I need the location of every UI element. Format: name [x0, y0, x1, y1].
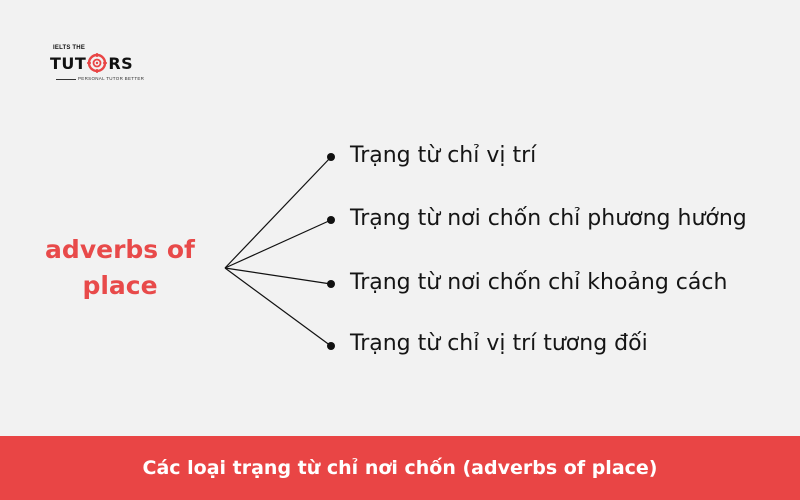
bullet-dot-3 [327, 280, 335, 288]
topic-line-1: adverbs of [45, 235, 195, 264]
logo-wordmark-right: RS [108, 53, 134, 73]
brand-logo: IELTS THE TUT RS PERSONAL TUTOR BETTER [50, 45, 150, 85]
logo-tagline: PERSONAL TUTOR BETTER [78, 76, 145, 81]
central-topic: adverbs of place [30, 232, 210, 304]
connector-line-3 [224, 267, 332, 285]
logo-divider [56, 79, 76, 80]
bullet-dot-4 [327, 342, 335, 350]
bullet-dot-2 [327, 216, 335, 224]
bullet-dot-1 [327, 153, 335, 161]
logo-small-text: IELTS THE [53, 45, 86, 51]
branch-label-distance: Trạng từ nơi chốn chỉ khoảng cách [350, 270, 728, 295]
logo-wordmark: TUT RS [50, 53, 133, 73]
connector-line-2 [224, 219, 332, 269]
connector-line-1 [224, 156, 332, 269]
connector-line-4 [224, 267, 332, 347]
footer-caption: Các loại trạng từ chỉ nơi chốn (adverbs … [142, 457, 658, 479]
branch-label-position: Trạng từ chỉ vị trí [350, 143, 537, 168]
logo-wordmark-left: TUT [50, 53, 87, 73]
branch-label-relative-position: Trạng từ chỉ vị trí tương đối [350, 331, 648, 356]
branch-label-direction: Trạng từ nơi chốn chỉ phương hướng [350, 206, 747, 231]
footer-banner: Các loại trạng từ chỉ nơi chốn (adverbs … [0, 436, 800, 500]
topic-line-2: place [82, 271, 158, 300]
target-icon [87, 53, 108, 73]
